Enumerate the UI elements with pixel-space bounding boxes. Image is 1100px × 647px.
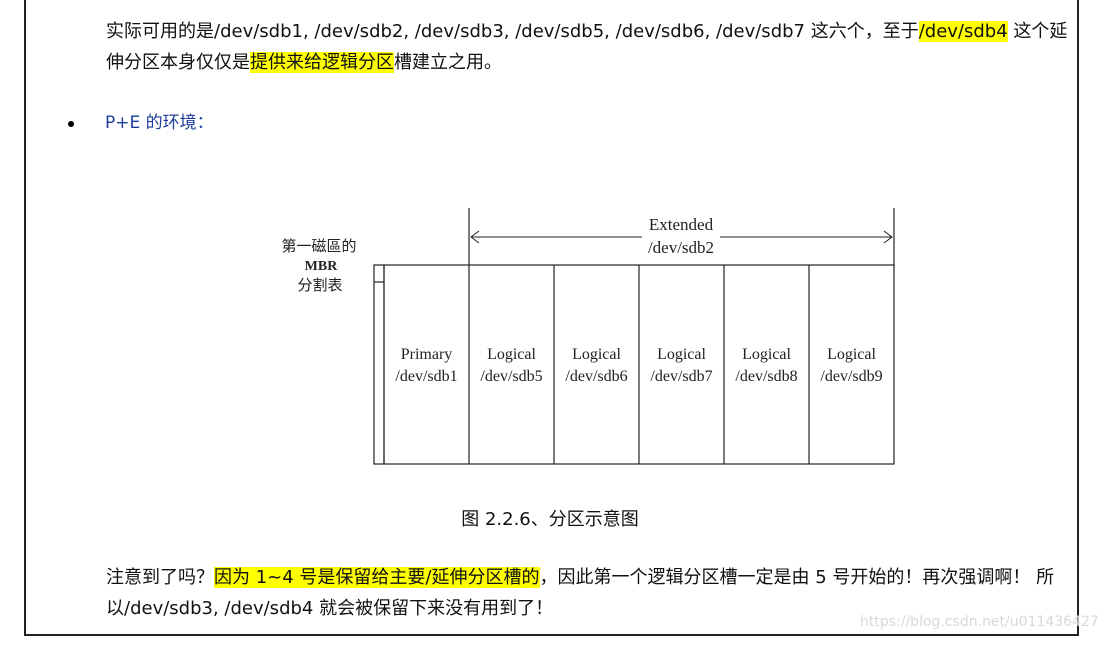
partition-device-label: /dev/sdb7: [650, 368, 712, 385]
partition-type-label: Primary: [401, 346, 453, 363]
partition-type-label: Logical: [827, 346, 876, 363]
highlight-reserved-slots: 因为 1~4 号是保留给主要/延伸分区槽的: [214, 567, 540, 588]
partition-device-label: /dev/sdb9: [820, 368, 882, 385]
extended-label-line2: /dev/sdb2: [648, 238, 714, 257]
partition-type-label: Logical: [572, 346, 621, 363]
arrow-left-icon: [470, 230, 480, 244]
paragraph1-text-c: 槽建立之用。: [394, 52, 502, 73]
paragraph2-text-a: 注意到了吗？: [106, 567, 214, 588]
page-border-left: [24, 0, 26, 636]
partition-device-label: /dev/sdb6: [565, 368, 627, 385]
partition-cells: Primary/dev/sdb1 Logical/dev/sdb5 Logical /…: [395, 265, 883, 464]
mbr-label-line2: MBR: [305, 259, 339, 274]
partition-device-label: /dev/sdb1: [395, 368, 457, 385]
partition-device-label: /dev/sdb8: [735, 368, 797, 385]
partition-device-label: /dev/sdb5: [480, 368, 542, 385]
bullet-icon: [68, 121, 74, 127]
partition-type-label: Logical: [742, 346, 791, 363]
highlight-logical-partition: 提供来给逻辑分区: [250, 52, 394, 73]
mbr-label-line3: 分割表: [297, 277, 342, 294]
mbr-block: [373, 264, 385, 465]
paragraph1-text-b: 这个延伸分区本身仅仅是: [106, 21, 1068, 73]
partition-type-label: Logical: [657, 346, 706, 363]
page-border-right: [1077, 0, 1079, 636]
highlight-sdb4: /dev/sdb4: [918, 21, 1008, 42]
paragraph-note: 注意到了吗？因为 1~4 号是保留给主要/延伸分区槽的，因此第一个逻辑分区槽一定…: [106, 562, 1074, 624]
paragraph2-text-b: ，因此第一个逻辑分区槽一定是由 5 号开始的！再次强调啊！ 所以/dev/sdb…: [106, 567, 1055, 619]
partition-type-label: Logical: [487, 346, 536, 363]
mbr-label-line1: 第一磁區的: [281, 237, 356, 255]
extended-label-line1: Extended: [649, 215, 714, 234]
page-border-bottom: [24, 634, 1079, 636]
paragraph1-text-a: 实际可用的是/dev/sdb1, /dev/sdb2, /dev/sdb3, /…: [106, 21, 919, 42]
paragraph-usable-partitions: 实际可用的是/dev/sdb1, /dev/sdb2, /dev/sdb3, /…: [106, 16, 1074, 78]
arrow-right-icon: [883, 230, 893, 244]
figure-caption: 图 2.2.6、分区示意图: [461, 509, 639, 530]
bullet-label: P+E 的环境：: [105, 113, 214, 133]
watermark: https://blog.csdn.net/u011436427: [860, 614, 1099, 630]
